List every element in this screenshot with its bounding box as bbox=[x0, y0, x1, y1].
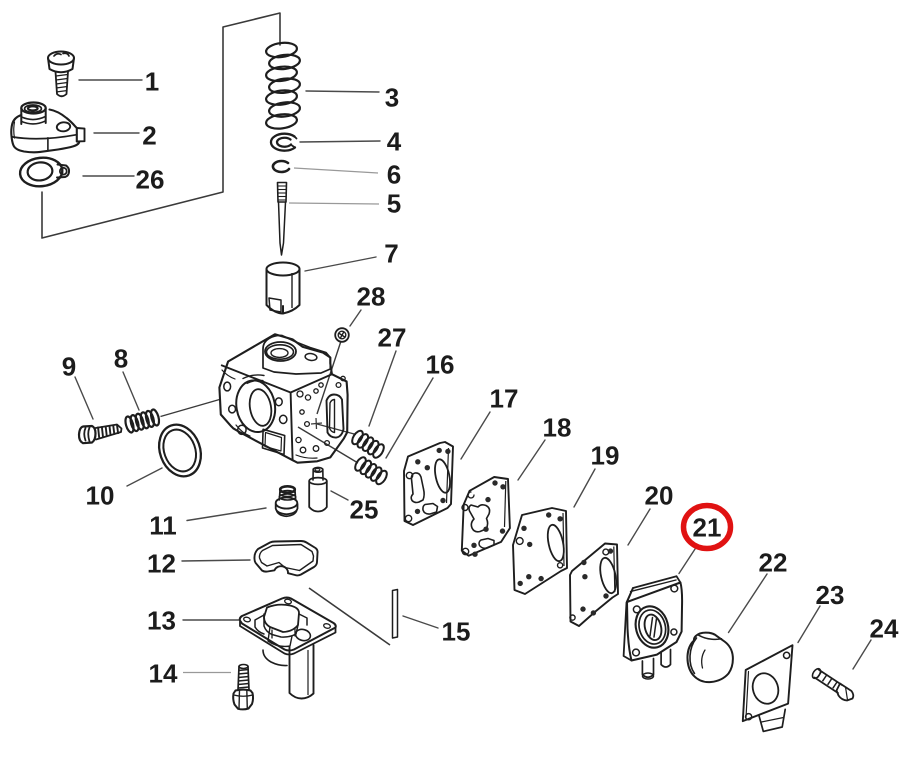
svg-text:23: 23 bbox=[816, 580, 845, 610]
svg-text:7: 7 bbox=[384, 239, 398, 269]
svg-text:21: 21 bbox=[693, 513, 722, 543]
svg-text:4: 4 bbox=[387, 127, 402, 157]
svg-text:10: 10 bbox=[86, 481, 115, 511]
svg-text:26: 26 bbox=[136, 165, 165, 195]
svg-text:11: 11 bbox=[149, 511, 177, 541]
svg-text:3: 3 bbox=[385, 83, 399, 113]
svg-text:22: 22 bbox=[759, 548, 788, 578]
svg-text:12: 12 bbox=[147, 549, 176, 579]
svg-text:15: 15 bbox=[442, 617, 471, 647]
svg-text:9: 9 bbox=[62, 352, 76, 382]
svg-text:13: 13 bbox=[147, 606, 176, 636]
svg-text:14: 14 bbox=[149, 659, 178, 689]
svg-text:16: 16 bbox=[426, 350, 455, 380]
svg-text:2: 2 bbox=[142, 121, 156, 151]
svg-text:27: 27 bbox=[378, 323, 407, 353]
svg-text:24: 24 bbox=[870, 614, 899, 644]
svg-text:5: 5 bbox=[387, 189, 401, 219]
svg-text:17: 17 bbox=[490, 384, 519, 414]
svg-text:25: 25 bbox=[350, 495, 379, 525]
svg-text:8: 8 bbox=[114, 344, 128, 374]
svg-text:28: 28 bbox=[357, 282, 386, 312]
svg-text:19: 19 bbox=[591, 441, 620, 471]
svg-text:18: 18 bbox=[543, 413, 572, 443]
svg-text:6: 6 bbox=[387, 160, 401, 190]
svg-text:1: 1 bbox=[145, 67, 159, 97]
svg-text:20: 20 bbox=[645, 481, 674, 511]
